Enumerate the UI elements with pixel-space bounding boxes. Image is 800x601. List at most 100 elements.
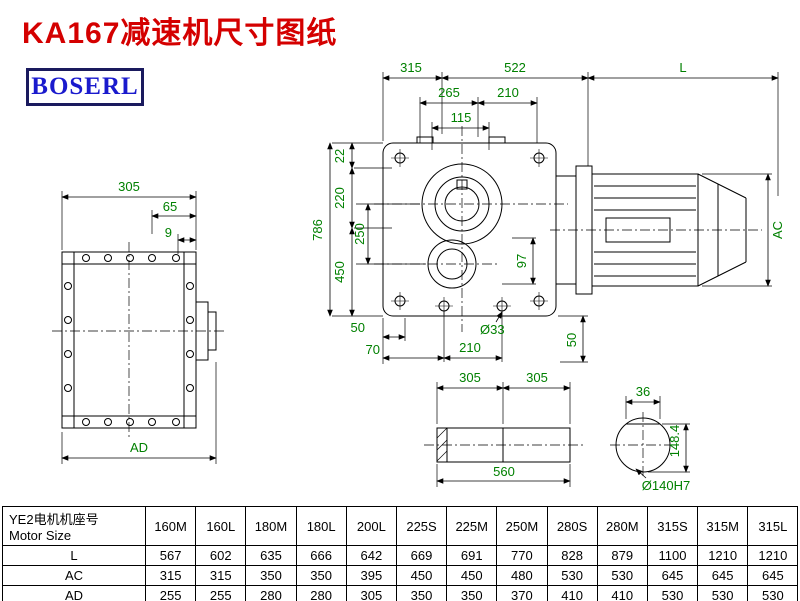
dim-560: 560 (493, 464, 515, 479)
cell: 1210 (747, 545, 799, 566)
brand-logo: BOSERL (26, 68, 144, 106)
dim-210-top: 210 (497, 85, 519, 100)
col-header: 315S (646, 506, 699, 546)
dim-115: 115 (451, 110, 472, 125)
cell: 645 (747, 565, 799, 586)
dim-dia33: Ø33 (480, 322, 505, 337)
cell: 1100 (646, 545, 699, 566)
col-header: 315L (747, 506, 799, 546)
shaft-view (424, 427, 584, 463)
cell: 280 (295, 585, 347, 601)
cell: 350 (295, 565, 347, 586)
col-header: 225S (395, 506, 448, 546)
dim-522: 522 (504, 60, 526, 75)
dim-305-shaft-b: 305 (526, 370, 548, 385)
dim-36: 36 (636, 384, 650, 399)
cell: 480 (496, 565, 548, 586)
cell: 567 (144, 545, 197, 566)
cell: 410 (596, 585, 648, 601)
cell: 1210 (697, 545, 749, 566)
table-row: AC 315 315 350 350 395 450 450 480 530 5… (2, 565, 799, 586)
motor-view (550, 165, 762, 295)
row-label: AD (2, 585, 146, 601)
dim-50-bottom: 50 (351, 320, 365, 335)
col-header: 200L (345, 506, 397, 546)
cell: 530 (747, 585, 799, 601)
cell: 645 (646, 565, 699, 586)
cell: 315 (195, 565, 247, 586)
cell: 635 (245, 545, 297, 566)
dimension-annotations: 315 522 L 265 210 115 786 (61, 60, 785, 493)
col-header: 180L (295, 506, 347, 546)
dim-210-bottom: 210 (459, 340, 481, 355)
cell: 305 (345, 585, 397, 601)
dim-265: 265 (438, 85, 460, 100)
cell: 530 (546, 565, 598, 586)
cell: 350 (395, 585, 448, 601)
dim-50-right: 50 (564, 333, 579, 347)
table-row: L 567 602 635 666 642 669 691 770 828 87… (2, 545, 799, 566)
dim-70: 70 (366, 342, 380, 357)
dim-65: 65 (163, 199, 177, 214)
dim-L: L (679, 60, 686, 75)
dim-97: 97 (514, 254, 529, 268)
col-header: 280M (596, 506, 648, 546)
col-header: 180M (245, 506, 297, 546)
dim-305-shaft-a: 305 (459, 370, 481, 385)
cell: 395 (345, 565, 397, 586)
cell: 350 (446, 585, 498, 601)
row-label: AC (2, 565, 146, 586)
shaft-end-view (610, 412, 676, 478)
cell: 450 (395, 565, 448, 586)
page-title: KA167减速机尺寸图纸 (22, 17, 338, 50)
cell: 530 (596, 565, 648, 586)
housing-view (374, 126, 568, 332)
dim-AD: AD (130, 440, 148, 455)
header-en: Motor Size (9, 528, 72, 543)
cell: 410 (546, 585, 598, 601)
cell: 450 (446, 565, 498, 586)
dim-9: 9 (165, 225, 172, 240)
col-header: 160M (144, 506, 197, 546)
cell: 770 (496, 545, 548, 566)
dim-148-4: 148.4 (667, 425, 682, 458)
cell: 530 (697, 585, 749, 601)
cell: 669 (395, 545, 448, 566)
dim-305-left: 305 (118, 179, 140, 194)
dim-dia140H7: Ø140H7 (642, 478, 690, 493)
cell: 645 (697, 565, 749, 586)
cell: 370 (496, 585, 548, 601)
dim-786: 786 (310, 219, 325, 241)
motor-size-header: YE2电机机座号 Motor Size (2, 506, 146, 546)
cell: 255 (144, 585, 197, 601)
table-row: AD 255 255 280 280 305 350 350 370 410 4… (2, 585, 799, 601)
dim-315-top: 315 (400, 60, 422, 75)
cell: 255 (195, 585, 247, 601)
row-label: L (2, 545, 146, 566)
cell: 828 (546, 545, 598, 566)
col-header: 250M (496, 506, 548, 546)
cell: 879 (596, 545, 648, 566)
dim-450: 450 (332, 261, 347, 283)
cell: 530 (646, 585, 699, 601)
col-header: 225M (446, 506, 498, 546)
header-cn: YE2电机机座号 (9, 512, 99, 527)
dim-220: 220 (332, 187, 347, 209)
motor-size-table: YE2电机机座号 Motor Size 160M 160L 180M 180L … (2, 506, 799, 601)
cell: 315 (144, 565, 197, 586)
cell: 691 (446, 545, 498, 566)
col-header: 160L (195, 506, 247, 546)
left-view (52, 242, 224, 440)
cell: 666 (295, 545, 347, 566)
dim-22: 22 (332, 149, 347, 163)
table-header-row: YE2电机机座号 Motor Size 160M 160L 180M 180L … (2, 506, 799, 546)
dim-250: 250 (352, 223, 367, 245)
cell: 350 (245, 565, 297, 586)
col-header: 315M (697, 506, 749, 546)
cell: 602 (195, 545, 247, 566)
cell: 642 (345, 545, 397, 566)
dim-AC: AC (770, 221, 785, 239)
cell: 280 (245, 585, 297, 601)
